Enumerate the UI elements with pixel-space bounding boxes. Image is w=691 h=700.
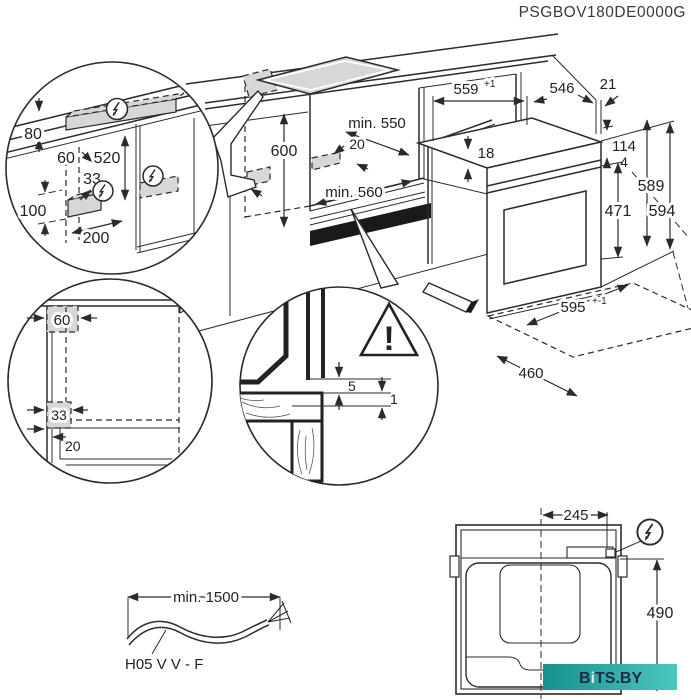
cavity-outline <box>465 562 612 688</box>
cable-wire-ends <box>267 602 291 623</box>
power-connection-icon <box>636 518 664 546</box>
watermark-banner: BiTS.BY <box>543 664 677 690</box>
power-connection-icon <box>92 180 114 202</box>
dim-label-oven-width-tol: +-1 <box>592 296 607 307</box>
dim-label-top-clearance: 18 <box>478 145 495 162</box>
dim-label-wall-band: 80 <box>24 126 42 143</box>
dim-label-low-zone: 33 <box>51 407 67 423</box>
dim-label-rear-spacer: 20 <box>349 136 365 152</box>
rear-spacer-block <box>312 152 340 170</box>
dim-label-zone-width-top: 60 <box>57 150 75 167</box>
dim-line-595 <box>526 284 629 326</box>
cable-leader <box>151 629 167 655</box>
leader-side-zone <box>250 188 263 199</box>
detail-circle-connection-zones: 80 60 520 33 100 200 <box>5 61 219 275</box>
power-connection-icon <box>142 165 164 187</box>
dim-label-plinth-recess: 20 <box>65 438 81 454</box>
dim-label-top-zone: 60 <box>54 312 71 329</box>
counter-corner <box>552 55 597 101</box>
dim-line-200 <box>71 219 123 235</box>
connection-zone-hob-outline <box>242 68 278 98</box>
product-code: PSGBOV180DE0000G <box>519 4 686 21</box>
control-panel-line-1 <box>486 159 602 187</box>
control-panel-line-2 <box>486 166 602 194</box>
bolt-callout-line <box>615 540 642 553</box>
power-cable-view: min. 1500 H05 V V - F <box>125 586 292 673</box>
dim-label-niche-height: 600 <box>271 143 298 160</box>
hob-cutout-rim <box>264 60 391 91</box>
leader-spacer-1 <box>333 144 345 155</box>
dim-label-zone-offset: 200 <box>83 230 110 247</box>
cavity-step <box>466 656 611 671</box>
handle-end-cap <box>466 299 479 313</box>
dim-label-niche-depth: min. 550 <box>348 115 406 132</box>
oven-door-handle <box>421 282 474 313</box>
dim-label-base-depth: 460 <box>518 365 543 382</box>
dim-label-panel-height: 114 <box>612 138 636 155</box>
dim-label-oven-width: 595 <box>560 299 585 316</box>
warning-icon: ! <box>358 301 420 358</box>
leader-spacer-2 <box>356 163 369 173</box>
oven-top-view: 245 490 <box>449 504 676 699</box>
dim-label-rear-gap: 21 <box>600 76 617 93</box>
mounting-tab-left <box>449 555 460 578</box>
cable-line-1 <box>126 619 268 640</box>
dim-label-door-height: 471 <box>605 203 632 220</box>
counter-front-edge-top <box>204 54 557 104</box>
mounting-tab-right <box>617 555 628 578</box>
dim-label-drop-height: 520 <box>94 150 121 167</box>
connection-zone-hob <box>243 69 277 97</box>
dim-label-cable-length: min. 1500 <box>173 589 239 606</box>
plinth-strip <box>310 203 431 246</box>
dim-label-gap-lower: 1 <box>390 391 398 407</box>
detail-circle-gap-warning: ! 5 1 <box>239 286 439 486</box>
cavity-inner <box>499 564 581 644</box>
cable-line-2 <box>128 624 270 646</box>
dim-label-niche-width: min. 560 <box>325 184 383 201</box>
base-projection <box>486 282 691 358</box>
terminal-connector <box>605 548 616 558</box>
hob-cutout <box>255 56 401 95</box>
dim-label-height-b: 594 <box>649 203 676 220</box>
dim-line-460 <box>496 355 578 397</box>
warning-exclamation: ! <box>383 320 394 358</box>
watermark-text-i: i <box>591 670 595 687</box>
dim-label-topview-depth: 490 <box>647 605 674 622</box>
dim-label-niche-opening-tol: +1 <box>484 79 496 90</box>
dim-label-niche-opening: 559 <box>453 81 478 98</box>
watermark-text-b: B <box>579 670 591 687</box>
power-connection-icon <box>105 97 129 121</box>
dim-label-terminal-offset: 245 <box>563 507 588 524</box>
cable-type-label: H05 V V - F <box>125 656 203 673</box>
oven-view: 18 559 +1 546 21 114 4 471 589 594 <box>415 73 691 397</box>
callout-wedge-gap <box>350 208 400 289</box>
dim-label-zone-height: 100 <box>20 203 47 220</box>
oven-door-window <box>503 190 587 285</box>
callout-wedge-zones <box>212 89 264 198</box>
watermark-text-rest: TS.BY <box>595 670 642 687</box>
dim-line-550 <box>345 131 410 156</box>
dim-label-height-a: 589 <box>638 178 665 195</box>
svg-text:BiTS.BY: BiTS.BY <box>579 670 642 687</box>
counter-face-bottom <box>204 111 309 127</box>
counter-front-edge <box>204 60 549 110</box>
detail-circle-side-view: 60 33 20 <box>7 278 213 484</box>
dim-label-gap-upper: 5 <box>348 378 356 394</box>
dim-line-560 <box>315 179 413 206</box>
dim-label-oven-depth: 546 <box>549 80 574 97</box>
